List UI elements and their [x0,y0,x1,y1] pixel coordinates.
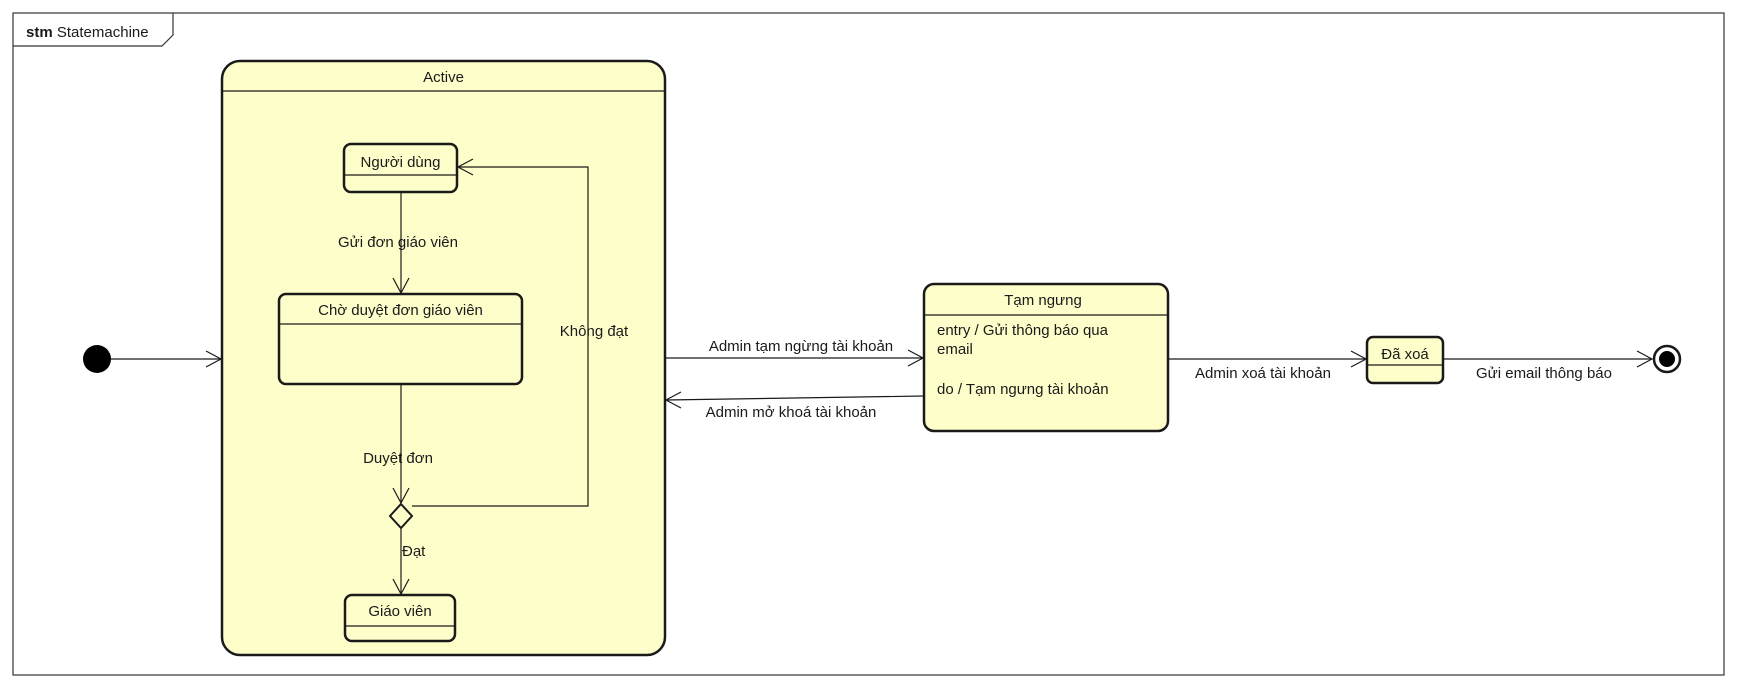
state-active-title: Active [423,69,464,86]
edge-khong-dat [412,158,589,507]
state-giao-vien-title: Giáo viên [368,603,431,620]
do-action: do / Tạm ngưng tài khoản [937,381,1109,398]
initial-node[interactable] [83,345,111,373]
state-da-xoa[interactable]: Đã xoá [1365,335,1445,385]
diagram-frame [12,12,1725,676]
frame-tab [13,13,174,47]
edge-admin-tam-ngung [665,349,925,367]
state-cho-duyet[interactable]: Chờ duyệt đơn giáo viên [277,292,524,386]
edge-dat [392,528,410,596]
label-gui-email: Gửi email thông báo [1476,365,1612,382]
edge-gui-don [392,192,410,295]
edge-gui-email [1443,350,1654,368]
state-nguoi-dung-title: Người dùng [361,154,441,171]
label-admin-xoa: Admin xoá tài khoản [1195,365,1331,382]
frame-label: stm Statemachine [26,24,149,41]
state-cho-duyet-title: Chờ duyệt đơn giáo viên [318,302,483,319]
state-tam-ngung[interactable]: Tạm ngưng entry / Gửi thông báo qua emai… [922,282,1170,433]
label-khong-dat: Không đạt [560,323,629,340]
state-nguoi-dung[interactable]: Người dùng [342,142,459,194]
final-node[interactable] [1652,344,1682,374]
label-duyet-don: Duyệt đơn [363,450,433,467]
edge-admin-xoa [1168,350,1368,368]
label-admin-mo-khoa: Admin mở khoá tài khoản [706,404,877,421]
state-giao-vien[interactable]: Giáo viên [343,593,457,643]
label-gui-don: Gửi đơn giáo viên [338,234,458,251]
entry-action-line1: entry / Gửi thông báo qua [937,322,1109,339]
label-admin-tam-ngung: Admin tạm ngừng tài khoản [709,338,893,355]
state-tam-ngung-title: Tạm ngưng [1004,292,1082,309]
edge-initial-to-active [111,350,223,368]
edge-duyet-don [392,384,410,505]
entry-action-line2: email [937,341,973,358]
state-da-xoa-title: Đã xoá [1381,346,1429,363]
edge-admin-mo-khoa [664,391,925,409]
label-dat: Đạt [402,543,426,560]
